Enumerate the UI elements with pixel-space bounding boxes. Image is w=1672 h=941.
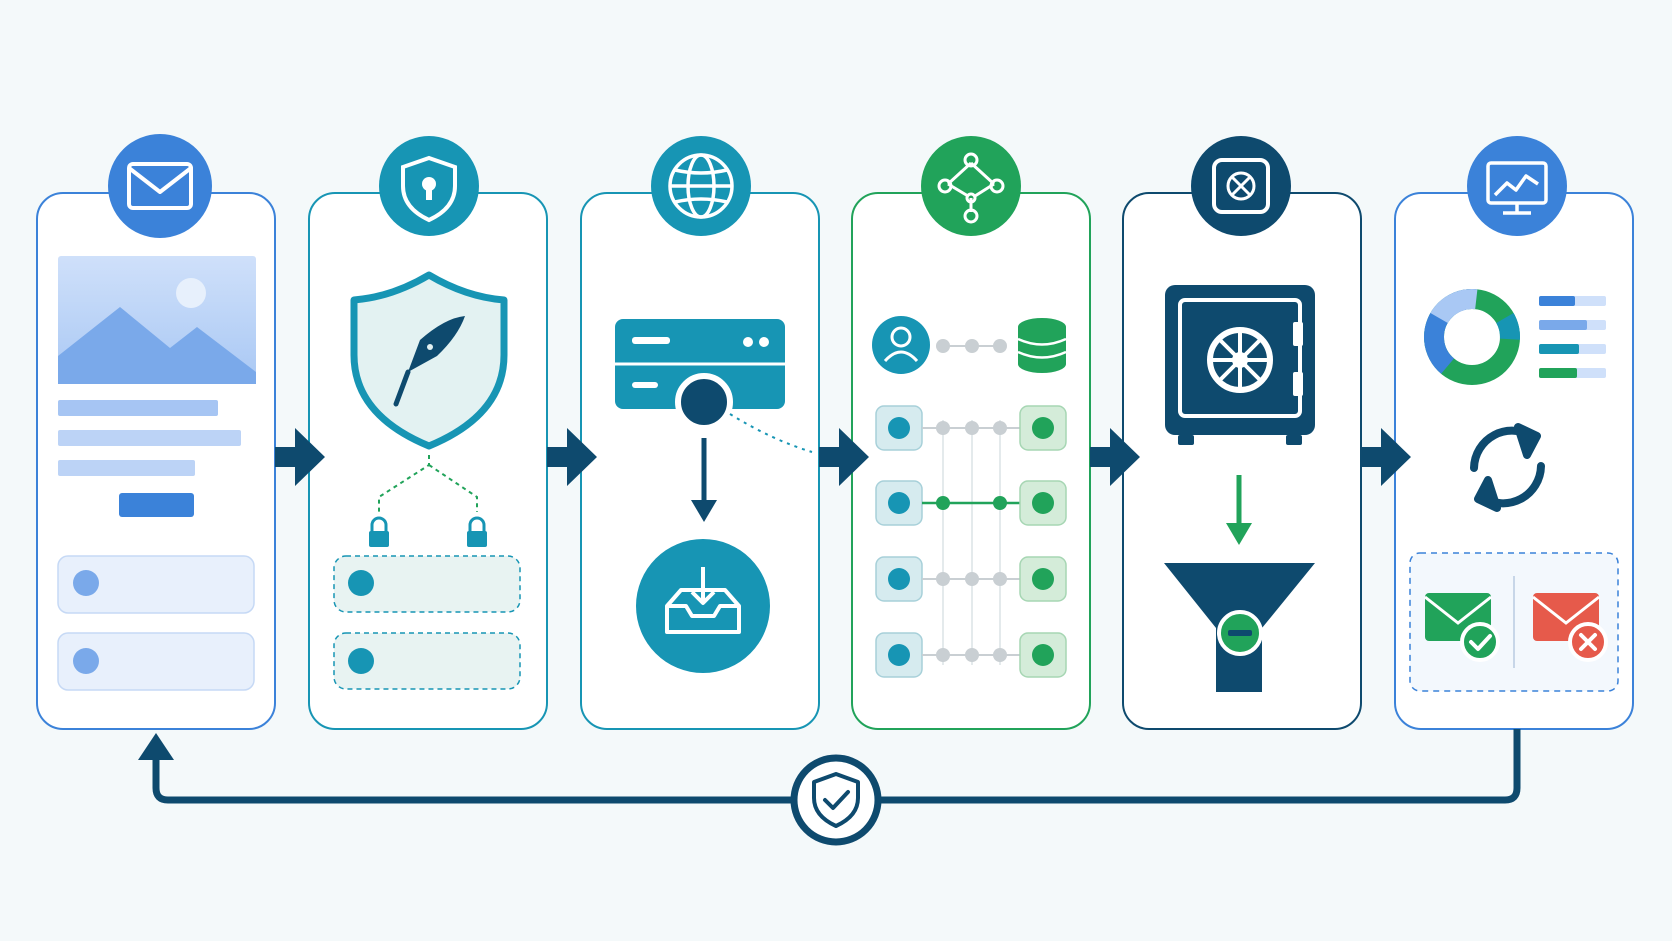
refresh-icon: [1470, 423, 1545, 512]
mapping-row-active: [875, 480, 1067, 526]
feedback-loop: [138, 729, 1521, 846]
pen-nib-icon: [393, 316, 465, 407]
safe-icon: [1165, 285, 1315, 445]
locked-field-1: [333, 555, 521, 613]
legend-bars: [1539, 296, 1606, 378]
stage-6-content: [1409, 289, 1619, 692]
mapping-row: [875, 405, 1067, 451]
dotted-link: [729, 413, 813, 453]
shield-keyhole-icon: [401, 155, 457, 223]
stage-1-badge: [108, 134, 212, 238]
accepted-mail-icon: [1424, 593, 1500, 662]
donut-chart-icon: [1424, 289, 1521, 386]
locked-field-1-dot: [348, 570, 374, 596]
stage-3-badge: [651, 136, 751, 236]
shield-check-icon: [812, 772, 860, 828]
input-field-2-dot: [73, 648, 99, 674]
globe-icon: [668, 153, 734, 219]
connector-arrows: [275, 428, 1411, 486]
mapping-row: [875, 632, 1067, 678]
stage-2-badge: [379, 136, 479, 236]
loop-badge: [790, 754, 882, 846]
down-arrow: [1226, 475, 1252, 545]
input-field-1: [57, 555, 255, 614]
input-field-2: [57, 632, 255, 691]
database-icon: [1017, 318, 1067, 373]
connection-node: [675, 373, 733, 431]
stage-3-content: [615, 319, 813, 673]
arrow-2-to-3: [547, 428, 597, 486]
stage-4-content: [872, 316, 1067, 678]
arrow-4-to-5: [1090, 428, 1140, 486]
lock-icon: [467, 516, 487, 547]
mountain-icon: [58, 307, 256, 384]
locked-field-2: [333, 632, 521, 690]
input-field-1-dot: [73, 570, 99, 596]
lock-icon: [369, 516, 389, 547]
monitor-chart-icon: [1486, 161, 1548, 215]
locked-field-2-dot: [348, 648, 374, 674]
network-nodes-icon: [937, 152, 1005, 224]
inbox-download-icon: [665, 567, 741, 634]
loop-arrow-head: [138, 733, 174, 760]
stage-4-badge: [921, 136, 1021, 236]
text-line: [58, 400, 218, 416]
text-line: [58, 460, 195, 476]
stage-5-content: [1164, 285, 1315, 692]
stage-2-content: [333, 271, 521, 690]
rejected-mail-icon: [1532, 593, 1608, 662]
lock-connectors: [378, 455, 478, 512]
down-arrow: [691, 438, 717, 522]
filter-funnel-icon: [1164, 563, 1315, 692]
arrow-3-to-4: [819, 428, 869, 486]
inbox-badge: [636, 539, 770, 673]
stage-6-badge: [1467, 136, 1567, 236]
stage-1-content: [57, 256, 256, 691]
cta-button: [119, 493, 194, 517]
mapping-row: [875, 556, 1067, 602]
arrow-1-to-2: [275, 428, 325, 486]
envelope-icon: [127, 162, 193, 210]
text-line: [58, 430, 241, 446]
stage-5-badge: [1191, 136, 1291, 236]
sun-icon: [176, 278, 206, 308]
arrow-5-to-6: [1361, 428, 1411, 486]
vault-icon: [1212, 158, 1270, 214]
large-shield-icon: [350, 271, 508, 450]
